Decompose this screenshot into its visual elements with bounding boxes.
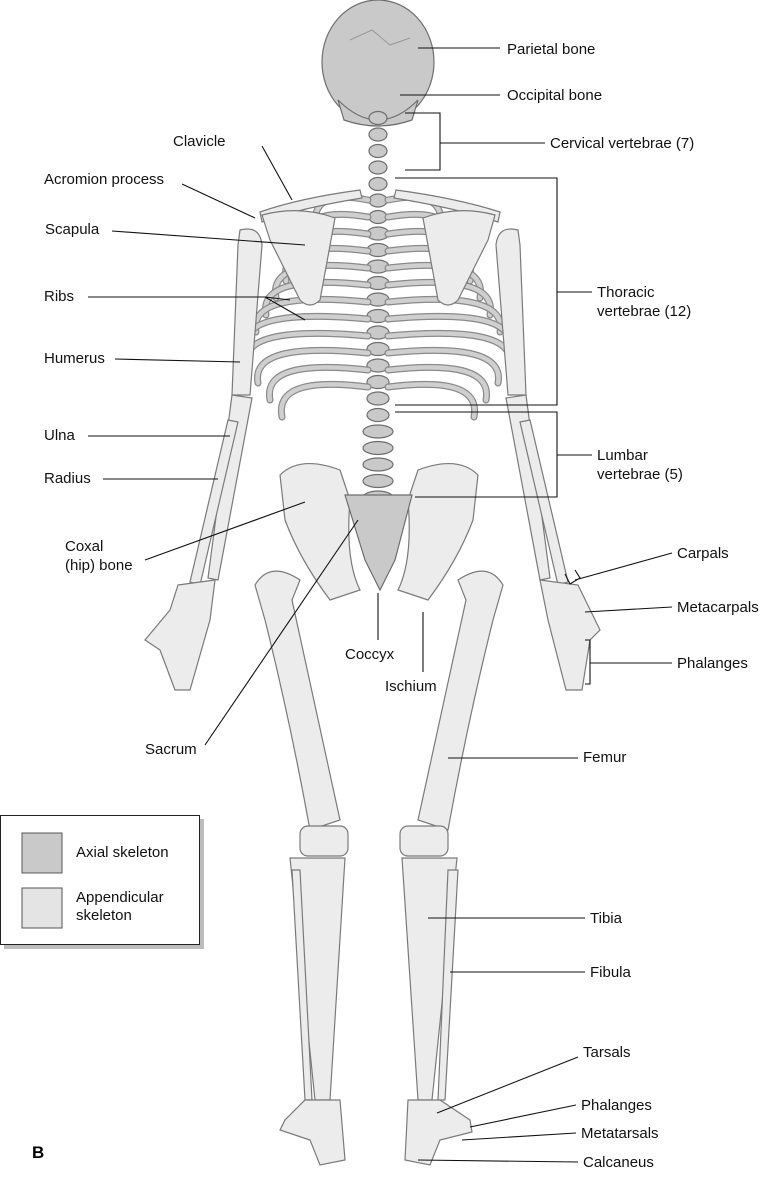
sacrum — [344, 494, 413, 592]
label-cervical-vertebrae: Cervical vertebrae (7) — [550, 135, 694, 152]
humerus-left — [231, 228, 263, 396]
label-carpals: Carpals — [677, 545, 729, 562]
vertebra — [368, 110, 388, 126]
label-coxal-line2: (hip) bone — [65, 557, 133, 574]
rib — [279, 382, 371, 420]
vertebra — [368, 127, 388, 142]
label-thoracic-line1: Thoracic — [597, 284, 655, 301]
label-scapula: Scapula — [45, 221, 100, 238]
labels: Parietal bone Occipital bone Cervical ve… — [44, 41, 759, 1171]
knee-right — [399, 825, 449, 857]
label-thoracic-line2: vertebrae (12) — [597, 303, 691, 320]
skeleton-illustration — [144, 0, 601, 1166]
vertebra — [368, 176, 388, 192]
femur-right — [417, 570, 504, 831]
label-parietal-bone: Parietal bone — [507, 41, 595, 58]
skull-suture — [349, 29, 411, 46]
radius-right — [519, 419, 569, 586]
foot-left — [279, 1099, 346, 1166]
vertebra — [366, 341, 390, 357]
vertebra — [366, 391, 390, 406]
label-hand-phalanges: Phalanges — [677, 655, 748, 672]
label-lumbar-line1: Lumbar — [597, 447, 648, 464]
humerus-right — [495, 228, 527, 396]
label-femur: Femur — [583, 749, 626, 766]
label-tibia: Tibia — [590, 910, 623, 927]
rib — [255, 348, 371, 386]
rib — [385, 348, 501, 386]
vertebra — [366, 407, 390, 423]
label-radius: Radius — [44, 470, 91, 487]
skull-base — [337, 99, 419, 127]
label-acromion-process: Acromion process — [44, 171, 164, 188]
skull — [321, 0, 435, 125]
label-metatarsals: Metatarsals — [581, 1125, 659, 1142]
legend-appendicular-line2: skeleton — [76, 907, 132, 924]
label-foot-phalanges: Phalanges — [581, 1097, 652, 1114]
rib — [267, 365, 371, 403]
label-fibula: Fibula — [590, 964, 632, 981]
vertebra — [368, 143, 388, 159]
vertebra — [368, 160, 388, 175]
label-metacarpals: Metacarpals — [677, 599, 759, 616]
coxal-bone-left — [279, 462, 361, 601]
knee-left — [299, 825, 349, 857]
label-coccyx: Coccyx — [345, 646, 395, 663]
label-ribs: Ribs — [44, 288, 74, 305]
label-occipital-bone: Occipital bone — [507, 87, 602, 104]
vertebra — [362, 473, 394, 489]
label-humerus: Humerus — [44, 350, 105, 367]
label-ischium: Ischium — [385, 678, 437, 695]
femur-left — [254, 570, 341, 831]
rib — [385, 382, 477, 420]
vertebral-column — [362, 110, 394, 505]
hand-right — [539, 579, 601, 691]
vertebra — [362, 424, 394, 439]
scapula-left — [261, 210, 336, 306]
legend-swatch-axial — [21, 832, 63, 874]
vertebra — [362, 440, 394, 456]
label-sacrum: Sacrum — [145, 741, 197, 758]
foot-right — [404, 1099, 473, 1166]
label-clavicle: Clavicle — [173, 133, 226, 150]
vertebra — [362, 457, 394, 472]
label-ulna: Ulna — [44, 427, 76, 444]
scapula-right — [422, 210, 496, 306]
rib — [385, 365, 489, 403]
leader-lines — [88, 47, 673, 1163]
label-calcaneus: Calcaneus — [583, 1154, 654, 1171]
legend-swatch-appendicular — [21, 887, 63, 929]
vertebra — [368, 193, 388, 208]
legend-appendicular-line1: Appendicular — [76, 889, 164, 906]
label-tarsals: Tarsals — [583, 1044, 631, 1061]
coxal-bone-right — [397, 462, 479, 601]
ulna-right — [505, 394, 551, 581]
vertebra — [366, 358, 390, 373]
legend-axial-label: Axial skeleton — [76, 844, 169, 861]
label-lumbar-line2: vertebrae (5) — [597, 466, 683, 483]
label-coxal-line1: Coxal — [65, 538, 103, 555]
hand-left — [144, 579, 216, 691]
legend: Axial skeleton Appendicular skeleton — [0, 815, 204, 949]
figure-letter: B — [32, 1143, 44, 1162]
vertebra — [368, 209, 388, 225]
fibula-right — [437, 869, 459, 1101]
vertebra — [366, 374, 390, 390]
